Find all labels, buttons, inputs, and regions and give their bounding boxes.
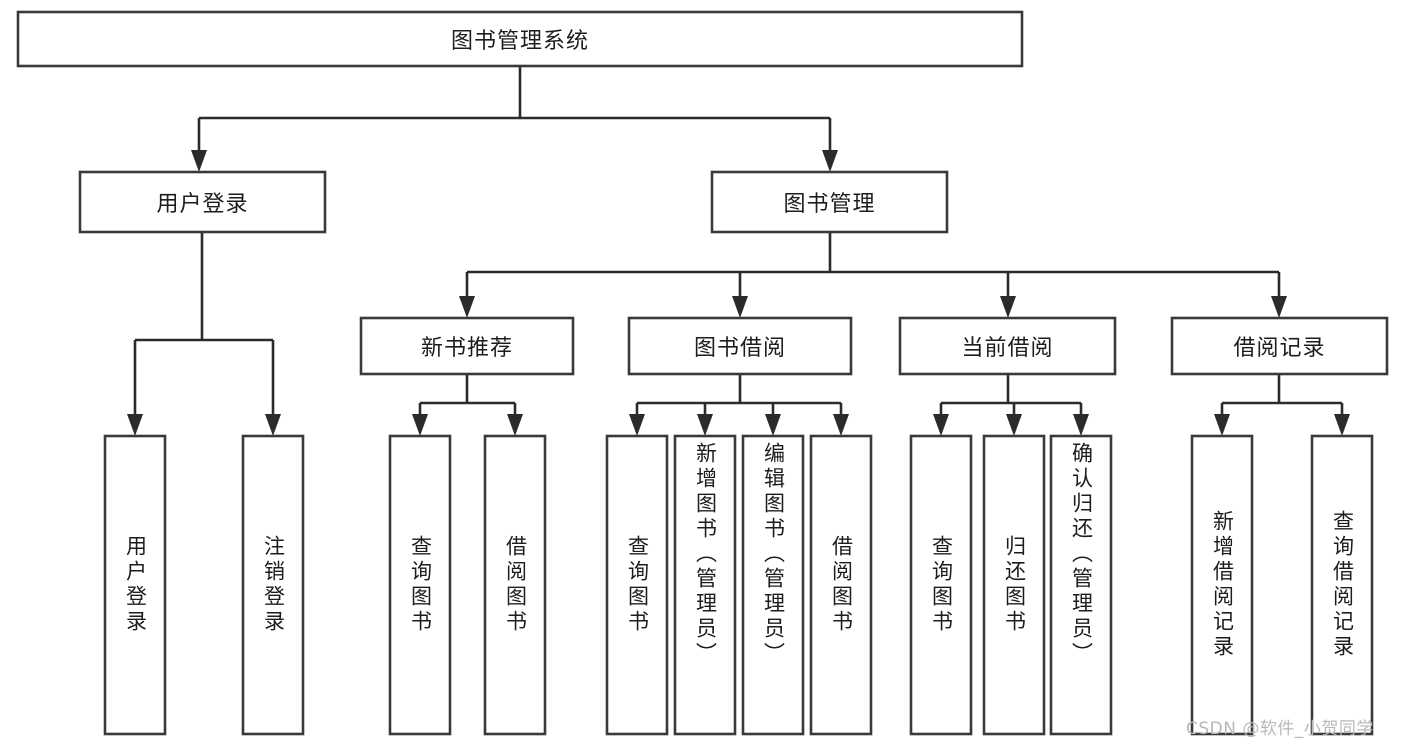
arrow-head-cb-leaf-3 [1073, 414, 1089, 436]
arrow-head-bw-leaf-1 [629, 414, 645, 436]
node-box-book-management[interactable] [710, 170, 949, 234]
node-box-leaf-query-borrow-record[interactable] [1310, 434, 1374, 736]
connectors-records-to-leaves [1214, 374, 1350, 436]
node-box-leaf-confirm-return-admin[interactable] [1049, 434, 1113, 736]
connectors-current-to-leaves [933, 374, 1089, 436]
node-box-leaf-user-login[interactable] [103, 434, 167, 736]
node-box-leaf-add-book-admin[interactable] [673, 434, 737, 736]
node-box-root[interactable] [16, 10, 1024, 68]
connectors-borrow-to-leaves [629, 374, 849, 436]
node-box-leaf-borrow-book-2[interactable] [809, 434, 873, 736]
arrow-head-cb-leaf-2 [1006, 414, 1022, 436]
arrow-head-borrow [732, 296, 748, 318]
arrow-head-book-mgmt [822, 150, 838, 172]
node-box-leaf-query-book-3[interactable] [909, 434, 973, 736]
node-box-current-borrow[interactable] [898, 316, 1117, 376]
node-box-leaf-edit-book-admin[interactable] [741, 434, 805, 736]
node-box-leaf-add-borrow-record[interactable] [1190, 434, 1254, 736]
arrow-head-newbook [459, 296, 475, 318]
arrow-head-ul-leaf-1 [127, 414, 143, 436]
arrow-head-user-login [191, 150, 207, 172]
arrow-head-cb-leaf-1 [933, 414, 949, 436]
node-box-leaf-logout[interactable] [241, 434, 305, 736]
arrow-head-rc-leaf-2 [1334, 414, 1350, 436]
arrow-head-ul-leaf-2 [265, 414, 281, 436]
node-box-borrow-records[interactable] [1170, 316, 1389, 376]
connectors-user-login-to-leaves [127, 232, 281, 436]
node-box-new-book-recommend[interactable] [359, 316, 575, 376]
arrow-head-current [1000, 296, 1016, 318]
node-box-user-login[interactable] [78, 170, 327, 234]
node-box-leaf-borrow-book-1[interactable] [483, 434, 547, 736]
arrow-head-records [1271, 296, 1287, 318]
arrow-head-bw-leaf-4 [833, 414, 849, 436]
node-box-book-borrow[interactable] [627, 316, 853, 376]
arrow-head-rc-leaf-1 [1214, 414, 1230, 436]
arrow-head-bw-leaf-3 [765, 414, 781, 436]
arrow-head-nb-leaf-1 [412, 414, 428, 436]
connectors-book-mgmt-to-level3 [459, 232, 1287, 318]
watermark-text: CSDN @软件_小贺同学 [1186, 719, 1374, 739]
node-box-leaf-return-book[interactable] [982, 434, 1046, 736]
connectors-root-to-level2 [191, 66, 838, 172]
arrow-head-nb-leaf-2 [507, 414, 523, 436]
node-box-leaf-query-book-2[interactable] [605, 434, 669, 736]
arrow-head-bw-leaf-2 [697, 414, 713, 436]
connectors-newbook-to-leaves [412, 374, 523, 436]
node-box-leaf-query-book-1[interactable] [388, 434, 452, 736]
